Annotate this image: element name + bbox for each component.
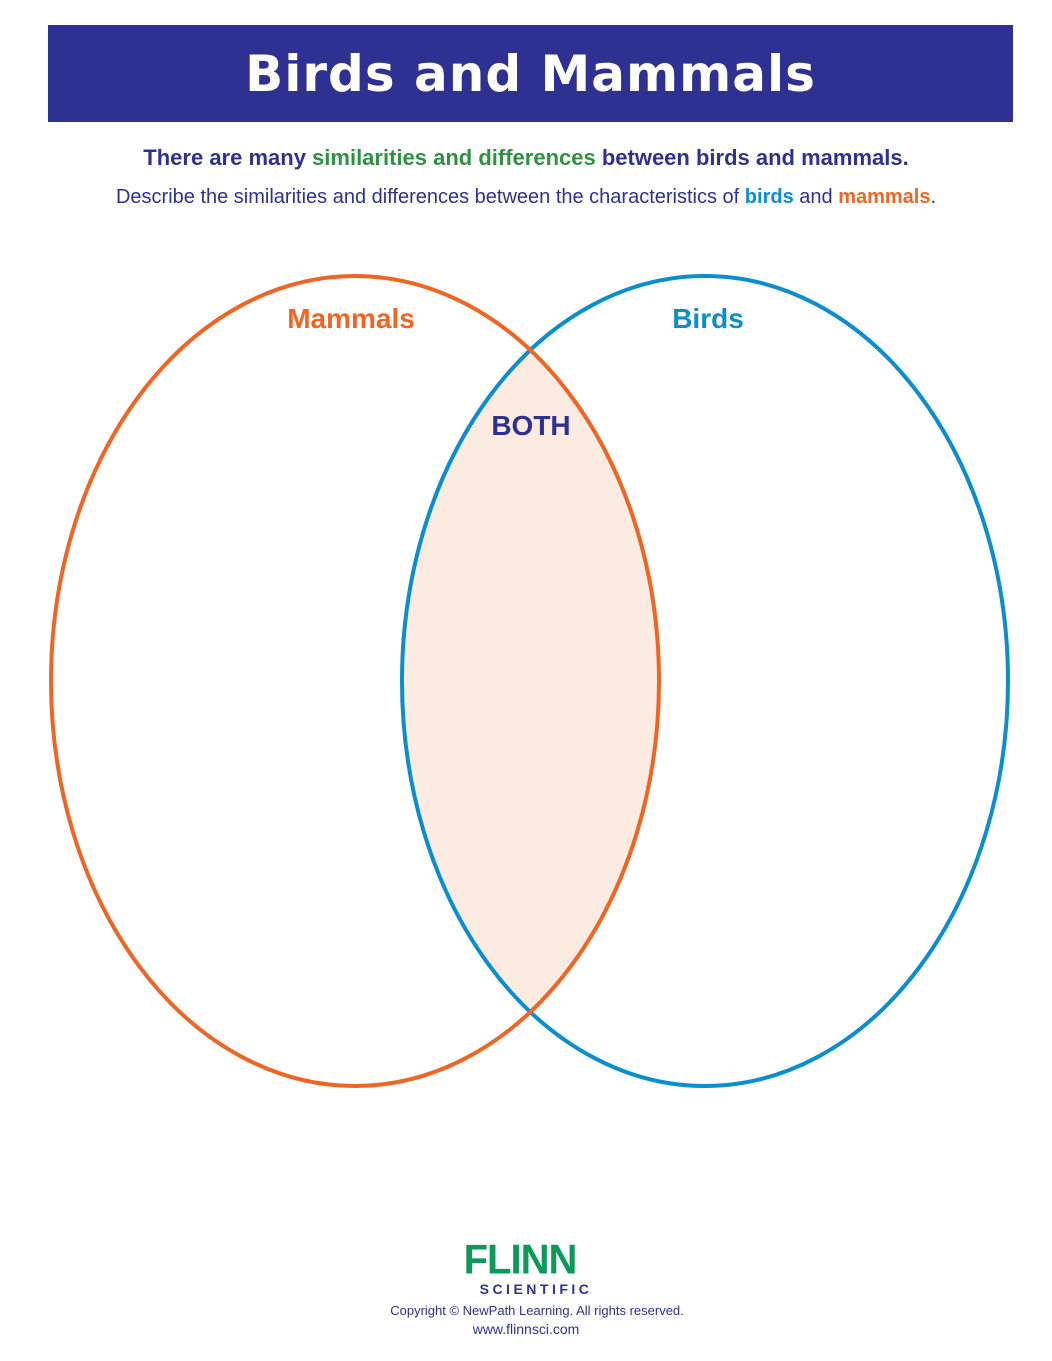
intro-highlight: similarities and differences	[312, 145, 596, 170]
birds-word: birds	[744, 186, 794, 208]
footer: FLINN SCIENTIFIC Copyright © NewPath Lea…	[0, 1236, 1052, 1337]
intro-text: There are many	[143, 145, 313, 170]
both-label: BOTH	[491, 410, 570, 441]
intro-line-1: There are many similarities and differen…	[0, 145, 1052, 171]
instructions-text: Describe the similarities and difference…	[115, 186, 745, 208]
intro-text: between birds and mammals.	[595, 145, 909, 170]
birds-label: Birds	[672, 303, 744, 334]
copyright: Copyright © NewPath Learning. All rights…	[390, 1303, 684, 1318]
instructions: Describe the similarities and difference…	[0, 186, 1052, 209]
birds-circle[interactable]	[400, 274, 1010, 1088]
mammals-word: mammals	[838, 186, 931, 208]
mammals-circle[interactable]	[49, 274, 661, 1088]
flinn-logo-subtitle: SCIENTIFIC	[479, 1281, 593, 1297]
page-title: Birds and Mammals	[245, 44, 816, 103]
mammals-label: Mammals	[287, 303, 415, 334]
overlap-region[interactable]	[402, 276, 1008, 1086]
instructions-text: .	[930, 186, 937, 208]
title-banner: Birds and Mammals	[48, 25, 1013, 122]
flinn-logo: FLINN	[463, 1236, 578, 1284]
website-link[interactable]: www.flinnsci.com	[472, 1321, 580, 1337]
instructions-text: and	[793, 186, 839, 208]
